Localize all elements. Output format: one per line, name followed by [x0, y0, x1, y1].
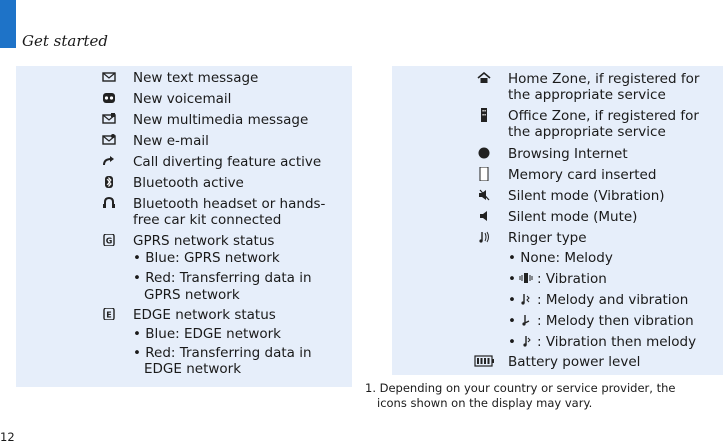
footnote-line-2: icons shown on the display may vary.	[377, 396, 593, 410]
multimedia-message-label: New multimedia message	[133, 112, 309, 128]
battery-icon	[474, 354, 494, 368]
voicemail-label: New voicemail	[133, 91, 232, 107]
voicemail-icon	[101, 91, 117, 105]
header-accent-bar	[0, 0, 16, 48]
gprs-sub-2: • Red: Transferring data in	[133, 270, 312, 286]
ringer-bullet: •	[508, 313, 516, 329]
email-label: New e-mail	[133, 133, 209, 149]
bluetooth-icon	[101, 175, 117, 189]
edge-label: EDGE network status	[133, 307, 276, 323]
footnote: 1. Depending on your country or service …	[365, 381, 723, 411]
page-number: 12	[0, 430, 15, 444]
ringer-melody-vibration-text: : Melody and vibration	[537, 292, 689, 308]
footnote-line-1: 1. Depending on your country or service …	[365, 381, 676, 395]
section-title: Get started	[22, 32, 109, 50]
multimedia-message-icon	[101, 112, 117, 126]
home-zone-label-2: the appropriate service	[508, 87, 666, 103]
office-zone-label-1: Office Zone, if registered for	[508, 108, 699, 124]
gprs-label: GPRS network status	[133, 233, 275, 249]
home-zone-icon	[476, 71, 492, 85]
browsing-label: Browsing Internet	[508, 146, 628, 162]
home-zone-label-1: Home Zone, if registered for	[508, 71, 700, 87]
ringer-vibration-text: : Vibration	[537, 271, 607, 287]
bluetooth-headset-label-1: Bluetooth headset or hands-	[133, 196, 326, 212]
bluetooth-headset-icon	[101, 196, 117, 210]
ringer-bullet: •	[508, 271, 516, 287]
bluetooth-headset-label-2: free car kit connected	[133, 212, 282, 228]
ringer-none-melody: • None: Melody	[508, 250, 613, 266]
ringer-type-label: Ringer type	[508, 230, 587, 246]
call-diverting-label: Call diverting feature active	[133, 154, 322, 170]
silent-mute-label: Silent mode (Mute)	[508, 209, 638, 225]
ringer-bullet: •	[508, 334, 516, 350]
edge-icon: E	[101, 307, 117, 321]
ringer-vibration-then-melody-text: : Vibration then melody	[537, 334, 697, 350]
email-icon	[101, 133, 117, 147]
memory-card-icon	[476, 167, 492, 181]
svg-text:G: G	[106, 237, 113, 246]
browsing-icon	[476, 146, 492, 160]
svg-text:E: E	[106, 311, 111, 320]
vibration-then-melody-icon	[518, 334, 534, 348]
left-icon-panel	[16, 66, 352, 387]
edge-sub-2: • Red: Transferring data in	[133, 345, 312, 361]
right-icon-panel	[392, 66, 723, 375]
office-zone-label-2: the appropriate service	[508, 124, 666, 140]
gprs-sub-1: • Blue: GPRS network	[133, 250, 280, 266]
ringer-bullet: •	[508, 292, 516, 308]
gprs-sub-3: GPRS network	[144, 287, 240, 303]
silent-vibration-label: Silent mode (Vibration)	[508, 188, 665, 204]
memory-card-label: Memory card inserted	[508, 167, 657, 183]
melody-then-vibration-icon	[518, 313, 534, 327]
ringer-type-icon	[476, 230, 492, 244]
text-message-icon	[101, 70, 117, 84]
silent-vibration-icon	[476, 188, 492, 202]
call-diverting-icon	[101, 154, 117, 168]
edge-sub-1: • Blue: EDGE network	[133, 326, 281, 342]
office-zone-icon	[476, 108, 492, 122]
ringer-melody-then-vibration-text: : Melody then vibration	[537, 313, 694, 329]
text-message-label: New text message	[133, 70, 259, 86]
vibration-icon	[518, 271, 534, 285]
bluetooth-label: Bluetooth active	[133, 175, 244, 191]
silent-mute-icon	[476, 209, 492, 223]
edge-sub-3: EDGE network	[144, 361, 242, 377]
battery-label: Battery power level	[508, 354, 641, 370]
gprs-icon: G	[101, 233, 117, 247]
melody-vibration-icon	[518, 292, 534, 306]
